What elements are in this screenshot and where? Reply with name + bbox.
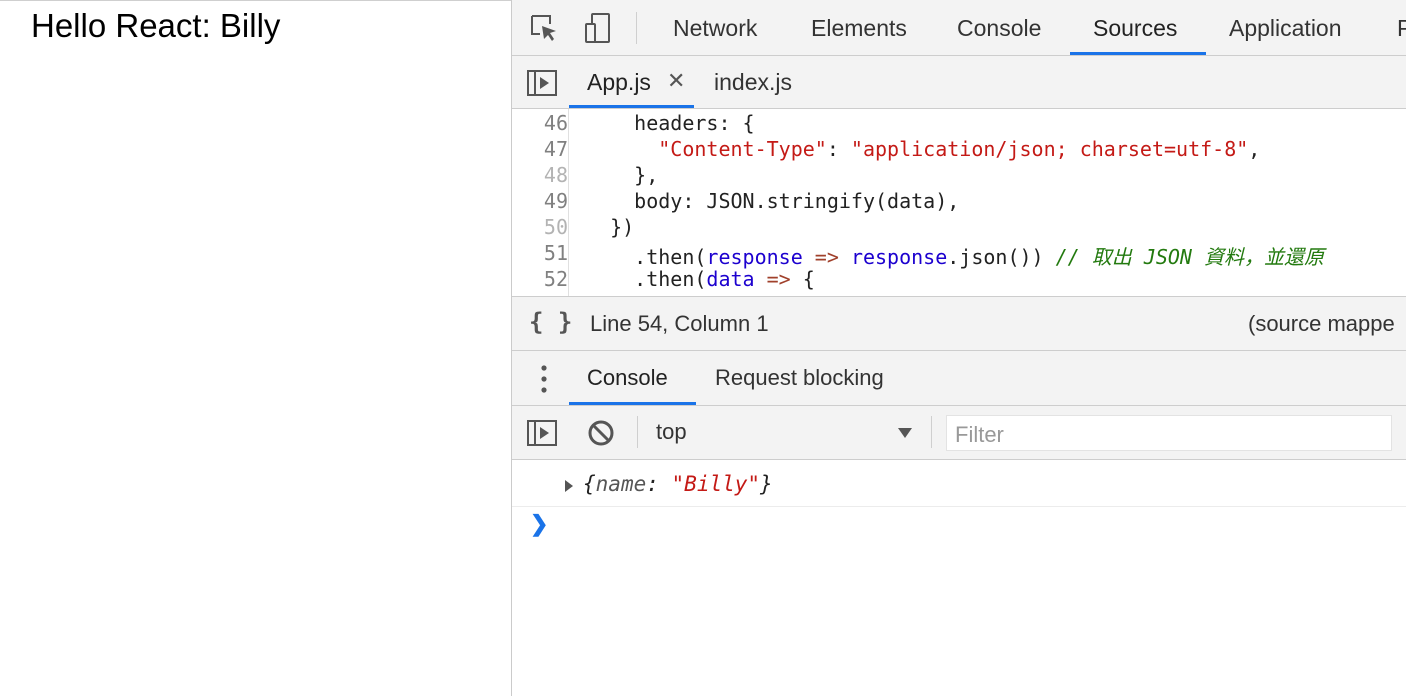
close-icon[interactable]: ✕: [667, 68, 686, 93]
pretty-print-icon[interactable]: { }: [529, 308, 573, 336]
cursor-position: Line 54, Column 1: [590, 311, 769, 336]
drawer-tab-request-blocking[interactable]: Request blocking: [715, 365, 884, 390]
console-prompt-area[interactable]: ❯: [512, 506, 1406, 696]
variable-token: data: [706, 267, 755, 291]
variable-token: response: [850, 245, 948, 269]
toggle-sidebar-icon[interactable]: [526, 417, 558, 449]
line-number[interactable]: 46: [543, 111, 568, 135]
code-token: .then(: [586, 245, 707, 269]
tab-sources[interactable]: Sources: [1093, 15, 1178, 41]
object-key: name: [595, 472, 647, 496]
tab-overflow[interactable]: P: [1397, 15, 1406, 42]
code-line: headers: {: [586, 111, 755, 135]
prompt-icon: ❯: [530, 511, 549, 536]
line-number[interactable]: 50: [543, 215, 568, 239]
editor-status-bar: { } Line 54, Column 1 (source mappe: [512, 297, 1406, 351]
code-line: .then(data => {: [586, 267, 815, 291]
console-message: {name: "Billy"}: [512, 460, 1406, 507]
brace: }: [760, 472, 773, 496]
code-editor[interactable]: 46 47 48 49 50 51 52 headers: { "Content…: [512, 109, 1406, 297]
arrow-token: =>: [766, 267, 791, 291]
devtools-panel: Network Elements Console Sources Applica…: [511, 0, 1406, 696]
console-toolbar: top Filter: [512, 406, 1406, 460]
page-heading: Hello React: Billy: [31, 7, 281, 44]
drawer-tab-bar: Console Request blocking: [512, 351, 1406, 406]
toggle-navigator-icon[interactable]: [526, 67, 558, 99]
file-tab-app-js[interactable]: App.js: [587, 69, 651, 95]
tab-application[interactable]: Application: [1229, 15, 1342, 41]
devtools-toolbar: Network Elements Console Sources Applica…: [512, 0, 1406, 56]
filter-input[interactable]: Filter: [946, 415, 1392, 451]
variable-token: response: [706, 245, 803, 269]
page-viewport: Hello React: Billy: [0, 0, 511, 696]
line-number[interactable]: 52: [543, 267, 568, 291]
tab-console[interactable]: Console: [957, 15, 1042, 41]
file-tab-indicator: [569, 105, 694, 108]
toolbar-divider: [636, 12, 637, 44]
tab-elements[interactable]: Elements: [811, 15, 907, 41]
chevron-down-icon[interactable]: [897, 426, 913, 444]
drawer-tab-indicator: [569, 402, 696, 405]
file-tab-index-js[interactable]: index.js: [714, 69, 792, 95]
code-line: },: [586, 163, 659, 187]
line-number[interactable]: 47: [543, 137, 568, 161]
line-number[interactable]: 51: [543, 241, 568, 265]
source-map-link[interactable]: (source mappe: [1248, 311, 1395, 336]
line-number[interactable]: 49: [543, 189, 568, 213]
drawer-tab-console[interactable]: Console: [587, 365, 668, 390]
string-token: "Content-Type": [658, 137, 827, 161]
device-toolbar-icon[interactable]: [582, 12, 614, 44]
more-options-icon[interactable]: [541, 365, 547, 393]
code-line: .then(response => response.json()) // 取出…: [586, 241, 1324, 270]
arrow-token: =>: [814, 245, 839, 269]
brace: {: [583, 472, 596, 496]
string-token: "application/json; charset=utf-8": [850, 137, 1249, 161]
code-line: body: JSON.stringify(data),: [586, 189, 960, 213]
code-token: {: [802, 267, 815, 291]
tab-network[interactable]: Network: [673, 15, 758, 41]
line-number-gutter: 46 47 48 49 50 51 52: [512, 109, 569, 296]
context-selector[interactable]: top: [656, 419, 687, 444]
code-line: }): [586, 215, 635, 239]
expand-triangle-icon[interactable]: [564, 479, 574, 498]
source-file-tabs: App.js ✕ index.js: [512, 56, 1406, 109]
tab-sources-indicator: [1070, 52, 1206, 55]
code-token: .then(: [586, 267, 707, 291]
code-token: .json()): [947, 245, 1044, 269]
separator: :: [646, 472, 672, 496]
comment-token: // 取出 JSON 資料，並還原: [1055, 245, 1325, 269]
line-number[interactable]: 48: [543, 163, 568, 187]
toolbar-divider: [637, 416, 638, 448]
inspect-element-icon[interactable]: [528, 12, 560, 44]
object-preview[interactable]: {name: "Billy"}: [583, 472, 773, 496]
toolbar-divider: [931, 416, 932, 448]
clear-console-icon[interactable]: [585, 417, 617, 449]
code-line: "Content-Type": "application/json; chars…: [658, 137, 1261, 161]
object-value: "Billy": [671, 472, 761, 496]
